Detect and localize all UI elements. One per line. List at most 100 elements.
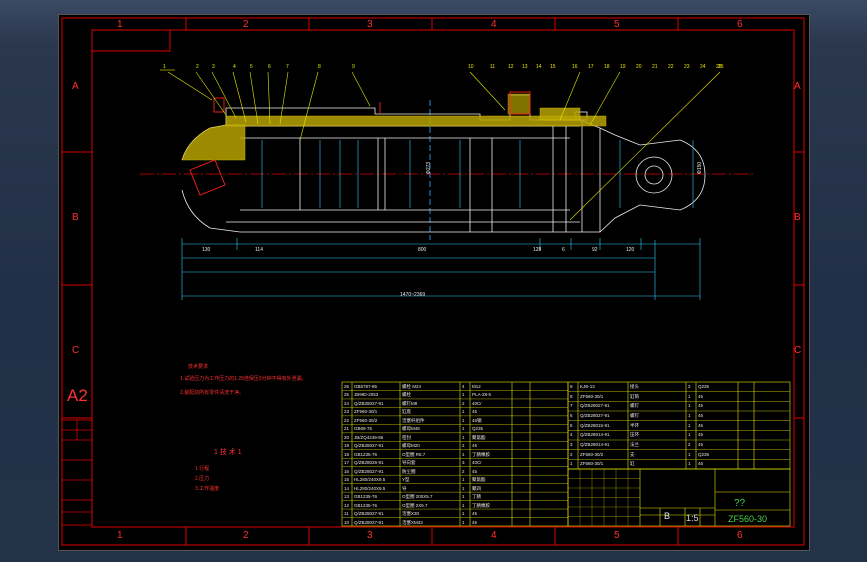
parts-cell: 1	[688, 403, 691, 409]
parts-cell: 26	[344, 384, 350, 389]
parts-cell: 法兰	[630, 442, 639, 447]
parts-cell: 导向套	[402, 460, 416, 466]
balloon-17: 17	[588, 64, 594, 70]
dim-stroke: 800	[418, 247, 427, 253]
parts-cell: 螺栓 M24	[402, 384, 422, 389]
top-zone-ticks	[62, 18, 804, 545]
parts-cell: Q/ZB28014-91	[580, 442, 610, 447]
col-top-4: 4	[491, 19, 497, 30]
parts-cell: 2	[570, 451, 573, 457]
parts-cell: Y型	[402, 477, 410, 483]
parts-cell: 6	[570, 413, 573, 418]
parts-cell: ZF560-30/1	[580, 461, 604, 467]
parts-cell: ZF560-30/2	[354, 417, 378, 423]
notes-subtitle: 1 技 术 1	[214, 449, 242, 456]
parts-cell: 1	[688, 393, 691, 399]
parts-cell: GB1235-76	[354, 451, 378, 457]
col-top-2: 2	[243, 19, 249, 30]
sheet-size-label: A2	[67, 386, 88, 405]
parts-cell: 45	[698, 461, 704, 467]
balloon-5: 5	[250, 64, 253, 70]
balloon-18: 18	[604, 64, 610, 70]
col-top-1: 1	[117, 19, 123, 30]
parts-cell: 螺钉M8	[402, 400, 418, 406]
parts-cell: 10	[344, 519, 350, 525]
parts-cell: 1	[688, 422, 691, 428]
notes-item-3: 3.工作温度	[195, 486, 220, 492]
balloon-13: 13	[522, 64, 528, 70]
parts-cell: 接头	[630, 384, 639, 389]
row-right-c: C	[794, 345, 802, 356]
parts-cell: 2	[688, 442, 691, 447]
col-top-5: 5	[614, 19, 620, 30]
parts-cell: 45	[472, 519, 478, 525]
balloon-3: 3	[212, 64, 215, 70]
scale-label: 1:5	[686, 513, 699, 523]
parts-cell: Q235	[698, 451, 710, 457]
parts-cell: 1	[688, 451, 691, 457]
row-right-a: A	[794, 81, 801, 92]
cylinder-outline	[181, 94, 706, 233]
parts-cell: 密封	[402, 434, 411, 440]
balloon-16: 16	[572, 64, 578, 70]
parts-cell: 1	[462, 426, 465, 432]
col-bottom-1: 1	[117, 530, 123, 541]
hatched-section	[181, 93, 607, 161]
balloon-9: 9	[352, 64, 355, 70]
parts-cell: 1	[688, 461, 691, 467]
parts-cell: 螺母M20	[402, 443, 420, 449]
parts-cell: 45	[698, 393, 704, 399]
parts-cell: 缸	[630, 461, 635, 467]
parts-cell: 23	[344, 409, 350, 415]
parts-cell: 螺钉	[630, 413, 639, 418]
parts-cell: 14	[344, 485, 350, 491]
parts-cell: 1	[462, 409, 465, 415]
dim-130: 130	[202, 247, 211, 253]
red-details	[189, 91, 531, 196]
inner-frame	[91, 29, 795, 528]
dim-6: 6	[562, 247, 565, 253]
parts-cell: 1	[462, 502, 465, 508]
parts-cell: 19	[344, 443, 350, 449]
parts-cell: 活塞杆组件	[402, 417, 425, 423]
dim-92: 92	[592, 247, 598, 253]
parts-cell: 聚氨酯	[472, 477, 486, 483]
parts-cell: 螺栓	[402, 392, 411, 398]
parts-cell: 4	[462, 384, 465, 389]
parts-cell: 1	[462, 477, 465, 483]
parts-cell: 8	[570, 393, 573, 399]
parts-cell: 40Cr	[472, 400, 482, 406]
parts-cell: 缸底	[402, 409, 411, 415]
leader-lines	[160, 69, 721, 221]
parts-cell: 45	[472, 511, 478, 517]
drawing-number: ZF560-30	[728, 514, 768, 524]
parts-cell: 12	[344, 502, 350, 508]
parts-cell: Q/ZB28014-91	[580, 432, 610, 438]
parts-cell: 45	[472, 443, 478, 449]
parts-cell: 25	[344, 392, 350, 398]
parts-cell: 2	[462, 400, 465, 406]
balloon-12: 12	[508, 64, 514, 70]
parts-cell: 1	[462, 392, 465, 398]
notes-title: 技术要求	[188, 364, 209, 370]
parts-cell: 22	[344, 417, 350, 423]
parts-cell: 45	[698, 403, 704, 409]
balloon-7: 7	[286, 64, 289, 70]
balloon-15: 15	[550, 64, 556, 70]
parts-cell: 16	[344, 468, 350, 474]
parts-cell: ZF560-30/1	[580, 393, 604, 399]
dim-phi-eye: Φ150	[697, 161, 704, 175]
parts-cell: 2	[688, 384, 691, 389]
balloon-14: 14	[536, 64, 542, 70]
parts-cell: KJB-13	[580, 384, 595, 389]
parts-list-rows	[342, 390, 790, 518]
parts-cell: Q/ZB28027-91	[580, 403, 610, 409]
balloon-23: 23	[684, 64, 690, 70]
parts-cell: 3	[570, 442, 573, 447]
parts-cell: Q/ZB28027-91	[354, 443, 384, 449]
balloon-24: 24	[700, 64, 706, 70]
dim-114: 114	[255, 247, 263, 253]
parts-cell: 丁腈橡胶	[472, 502, 490, 508]
row-left-b: B	[72, 212, 79, 223]
parts-cell: 活塞XM43	[402, 519, 423, 525]
